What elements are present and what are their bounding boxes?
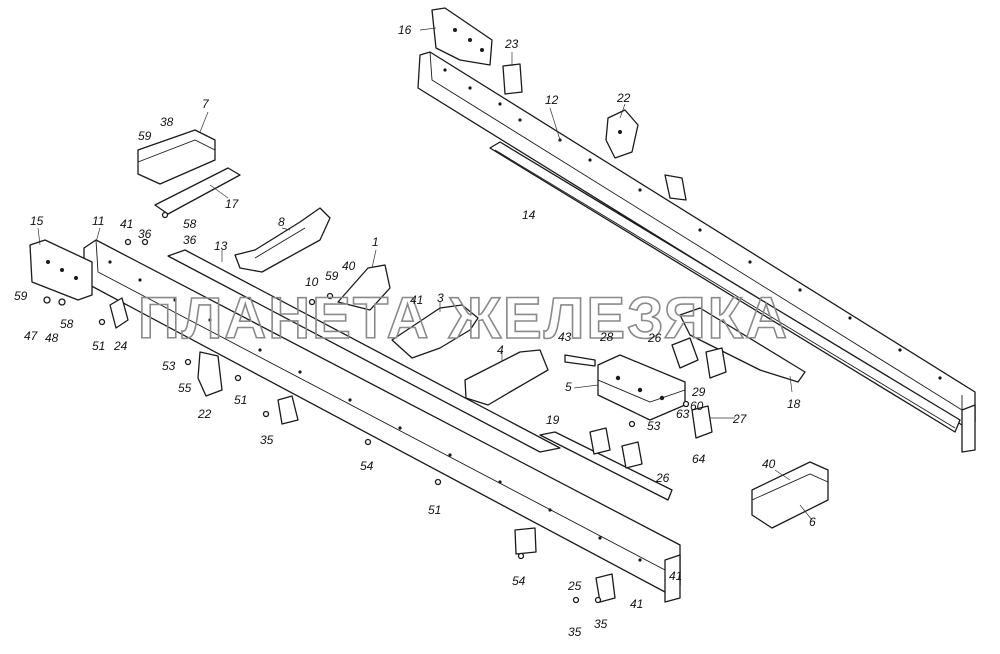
callout-41-a: 41 [120,217,133,231]
callout-59-top: 59 [138,129,152,143]
callout-38: 38 [160,115,174,129]
callout-10: 10 [305,275,319,289]
bracket-26-upper [671,337,727,379]
watermark-text: ПЛАНЕТА ЖЕЛЕЗЯКА [138,286,789,351]
callout-59-left: 59 [14,289,28,303]
cross-member-3 [391,304,479,359]
callout-12: 12 [545,93,559,107]
side-member-right [417,51,976,453]
leader-lines [37,27,813,521]
callout-26-lower: 26 [655,471,670,485]
bracket-assembly-7 [137,129,216,185]
callout-17: 17 [225,197,240,211]
callout-40-a: 40 [342,259,356,273]
callout-6: 6 [809,515,816,529]
callout-22-left: 22 [197,407,212,421]
fasteners [43,211,690,604]
bracket-26-lower [589,427,643,469]
callout-25: 25 [567,579,582,593]
callout-55: 55 [178,381,192,395]
callout-36-a: 36 [138,227,152,241]
gusset-right [664,174,687,201]
callout-51-c: 51 [428,503,441,517]
callout-11: 11 [92,214,104,228]
callout-7: 7 [202,97,210,111]
callout-19: 19 [546,413,560,427]
callout-35-a: 35 [260,433,274,447]
callout-28: 28 [599,330,614,344]
callout-51-a: 51 [92,339,105,353]
callout-41-b: 41 [410,293,423,307]
gusset-1 [337,264,391,311]
callout-40-b: 40 [762,457,776,471]
callout-27: 27 [732,412,748,426]
callout-58-left: 58 [60,317,74,331]
bracket-23 [502,63,523,95]
bracket-22-left [197,351,223,397]
callout-4: 4 [497,343,504,357]
callout-5: 5 [565,380,572,394]
callout-36-b: 36 [183,233,197,247]
callout-29: 29 [691,385,706,399]
callout-60: 60 [690,399,704,413]
bracket-54-lower [514,527,537,555]
callout-24: 24 [113,339,128,353]
end-plate-15 [29,239,93,301]
callout-58-top: 58 [183,217,197,231]
bracket-assembly-5 [597,354,686,421]
callout-47: 47 [24,329,39,343]
cross-member-4 [464,349,549,406]
callout-35-b: 35 [568,625,582,639]
callout-15: 15 [30,214,44,228]
callout-18: 18 [787,397,801,411]
bracket-24 [109,297,129,329]
callout-41-c: 41 [669,569,682,583]
callout-53-left: 53 [162,359,176,373]
callout-16: 16 [398,23,412,37]
bracket-27 [691,405,713,439]
callout-14: 14 [522,208,536,222]
callout-54-a: 54 [360,459,374,473]
bolt-43 [564,354,596,367]
callout-35-c: 35 [594,617,608,631]
plate-19 [539,431,673,501]
gusset-35-area [277,395,299,425]
callout-8: 8 [278,215,285,229]
callout-13: 13 [214,239,228,253]
callout-43: 43 [558,330,572,344]
cross-member-8 [234,207,331,273]
callout-1: 1 [372,235,379,249]
bracket-6 [751,461,829,529]
end-plate-16 [431,7,493,66]
reinforcement-14 [489,141,961,433]
callout-labels: 16 23 12 22 14 7 38 59 17 58 36 8 15 11 … [14,23,816,639]
callout-54-b: 54 [512,574,526,588]
cross-member-18 [679,307,806,383]
callout-51-b: 51 [234,393,247,407]
callout-3: 3 [437,291,444,305]
fastener-cluster-bottom [595,573,616,603]
callout-63: 63 [676,407,690,421]
callout-59-mid: 59 [325,269,339,283]
callout-48: 48 [45,331,59,345]
callout-41-d: 41 [630,597,643,611]
callout-53-right: 53 [647,419,661,433]
bracket-22-right [605,109,639,159]
callout-23: 23 [504,37,519,51]
callout-26-upper: 26 [647,331,662,345]
callout-64: 64 [692,452,706,466]
plate-17 [154,167,241,215]
callout-22-right: 22 [616,91,631,105]
